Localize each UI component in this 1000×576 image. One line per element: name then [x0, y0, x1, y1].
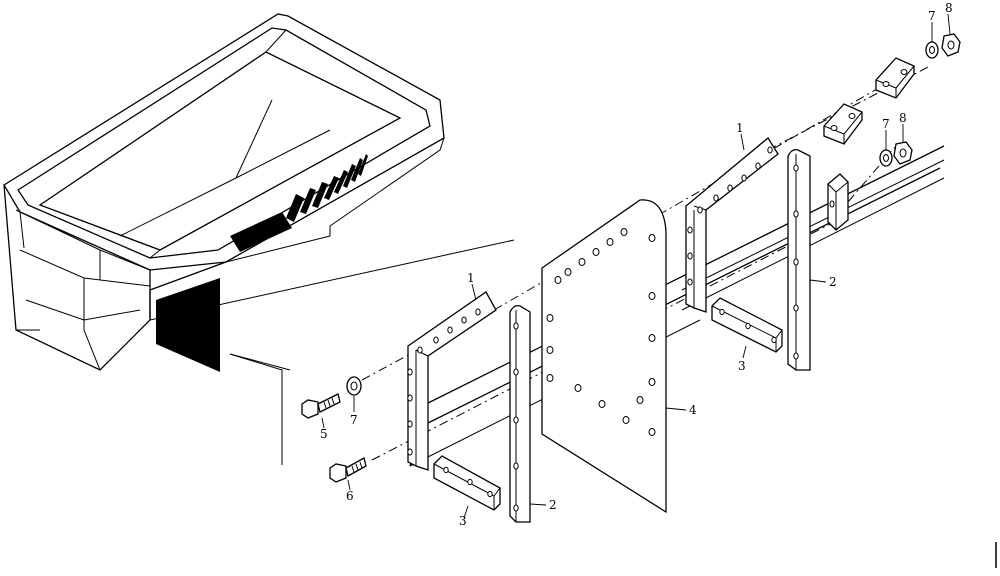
strip2R-holes-hole	[793, 210, 799, 218]
plate4-holes-hole	[648, 378, 656, 386]
brk1L-holes-hole	[461, 316, 467, 324]
plate4-holes-hole	[546, 314, 554, 322]
washer-part-7-upper	[925, 41, 939, 59]
nut-part-8-middle	[893, 141, 913, 165]
plate4-holes-hole	[606, 238, 614, 246]
pl3L-holes-hole	[443, 466, 449, 474]
bracket-part-1-left	[407, 291, 497, 471]
callout-leaders	[321, 13, 951, 519]
strip2R-holes-hole	[793, 352, 799, 360]
strip2L-holes-hole	[513, 462, 519, 470]
callout-8-upper: 8	[945, 1, 953, 15]
callout-7-middle: 7	[882, 117, 890, 131]
washer-part-7-left	[346, 376, 362, 396]
brk1L-holes-hole	[447, 326, 453, 334]
brk1L-holes-hole	[407, 448, 413, 456]
strip2L-holes-hole	[513, 416, 519, 424]
plate4-holes-hole	[648, 428, 656, 436]
callout-1-left: 1	[467, 271, 475, 285]
plate-part-3-right	[711, 297, 783, 353]
brk1L-holes-hole	[407, 394, 413, 402]
clamp-plate-upper	[875, 57, 915, 99]
plate4-holes-hole	[598, 400, 606, 408]
strip2R-holes-hole	[793, 164, 799, 172]
strip2R-holes-hole	[793, 304, 799, 312]
mudflap-plate-part-4	[541, 199, 667, 514]
strip2R-holes-hole	[793, 258, 799, 266]
brk1L-holes-hole	[407, 420, 413, 428]
callout-2-right: 2	[829, 275, 837, 289]
mudflap-location-highlight	[156, 278, 220, 372]
plate-part-3-left	[433, 455, 501, 511]
plate4-holes-hole	[648, 334, 656, 342]
brk1R-holes-hole	[767, 146, 773, 154]
brk1R-holes-hole	[697, 206, 703, 214]
plate4-holes-hole	[554, 276, 562, 284]
plate4-holes-hole	[636, 396, 644, 404]
pl3L-holes-hole	[467, 478, 473, 486]
pl3R-holes-hole	[745, 322, 751, 330]
strip2L-holes-hole	[513, 322, 519, 330]
plate4-holes-hole	[574, 384, 582, 392]
callout-3-left: 3	[459, 514, 467, 528]
brk1R-holes-hole	[687, 226, 693, 234]
rail-spacer-block	[827, 173, 849, 231]
callout-2-left: 2	[549, 498, 557, 512]
strip2L-holes-hole	[513, 504, 519, 512]
strip-part-2-right	[787, 148, 811, 371]
brk1R-holes-hole	[713, 194, 719, 202]
callout-4: 4	[689, 403, 697, 417]
callout-3-right: 3	[738, 359, 746, 373]
bracket-part-1-right	[685, 137, 779, 313]
plate4-holes-hole	[546, 374, 554, 382]
callout-6: 6	[346, 489, 354, 503]
brk1L-holes-hole	[407, 368, 413, 376]
pl3R-holes-hole	[719, 308, 725, 316]
brk1R-holes-hole	[727, 184, 733, 192]
nut-part-8-upper	[941, 33, 961, 57]
plate4-holes-hole	[622, 416, 630, 424]
callout-numbers: 1 1 2 2 3 3 4 5 6 7 7 7 8 8	[320, 1, 953, 528]
plate4-holes-hole	[592, 248, 600, 256]
callout-8-middle: 8	[899, 111, 907, 125]
brk1L-holes-hole	[433, 336, 439, 344]
plate4-holes-hole	[648, 234, 656, 242]
brk1L-holes-hole	[417, 346, 423, 354]
plate4-holes-hole	[648, 292, 656, 300]
detail-view-guide-lines	[149, 239, 515, 465]
clamp-plate-lower	[823, 103, 863, 145]
dump-body-illustration	[3, 13, 445, 372]
strip2L-holes-hole	[513, 368, 519, 376]
callout-7-upper: 7	[928, 9, 936, 23]
callout-1-right: 1	[736, 121, 744, 135]
plate4-holes-hole	[620, 228, 628, 236]
brk1R-holes-hole	[687, 252, 693, 260]
pl3R-holes-hole	[771, 336, 777, 344]
brk1R-holes-hole	[755, 162, 761, 170]
strip-part-2-left	[509, 304, 531, 523]
bolt-part-6	[329, 457, 367, 483]
plate4-holes-hole	[564, 268, 572, 276]
callout-7-left: 7	[350, 413, 358, 427]
pl3L-holes-hole	[487, 490, 493, 498]
brk1R-holes-hole	[687, 278, 693, 286]
plate4-holes-hole	[578, 258, 586, 266]
plate4-holes-hole	[546, 346, 554, 354]
brk1R-holes-hole	[741, 174, 747, 182]
bolt-part-5	[301, 393, 341, 419]
washer-part-7-middle	[879, 149, 893, 167]
brk1L-holes-hole	[475, 308, 481, 316]
callout-5: 5	[320, 427, 328, 441]
